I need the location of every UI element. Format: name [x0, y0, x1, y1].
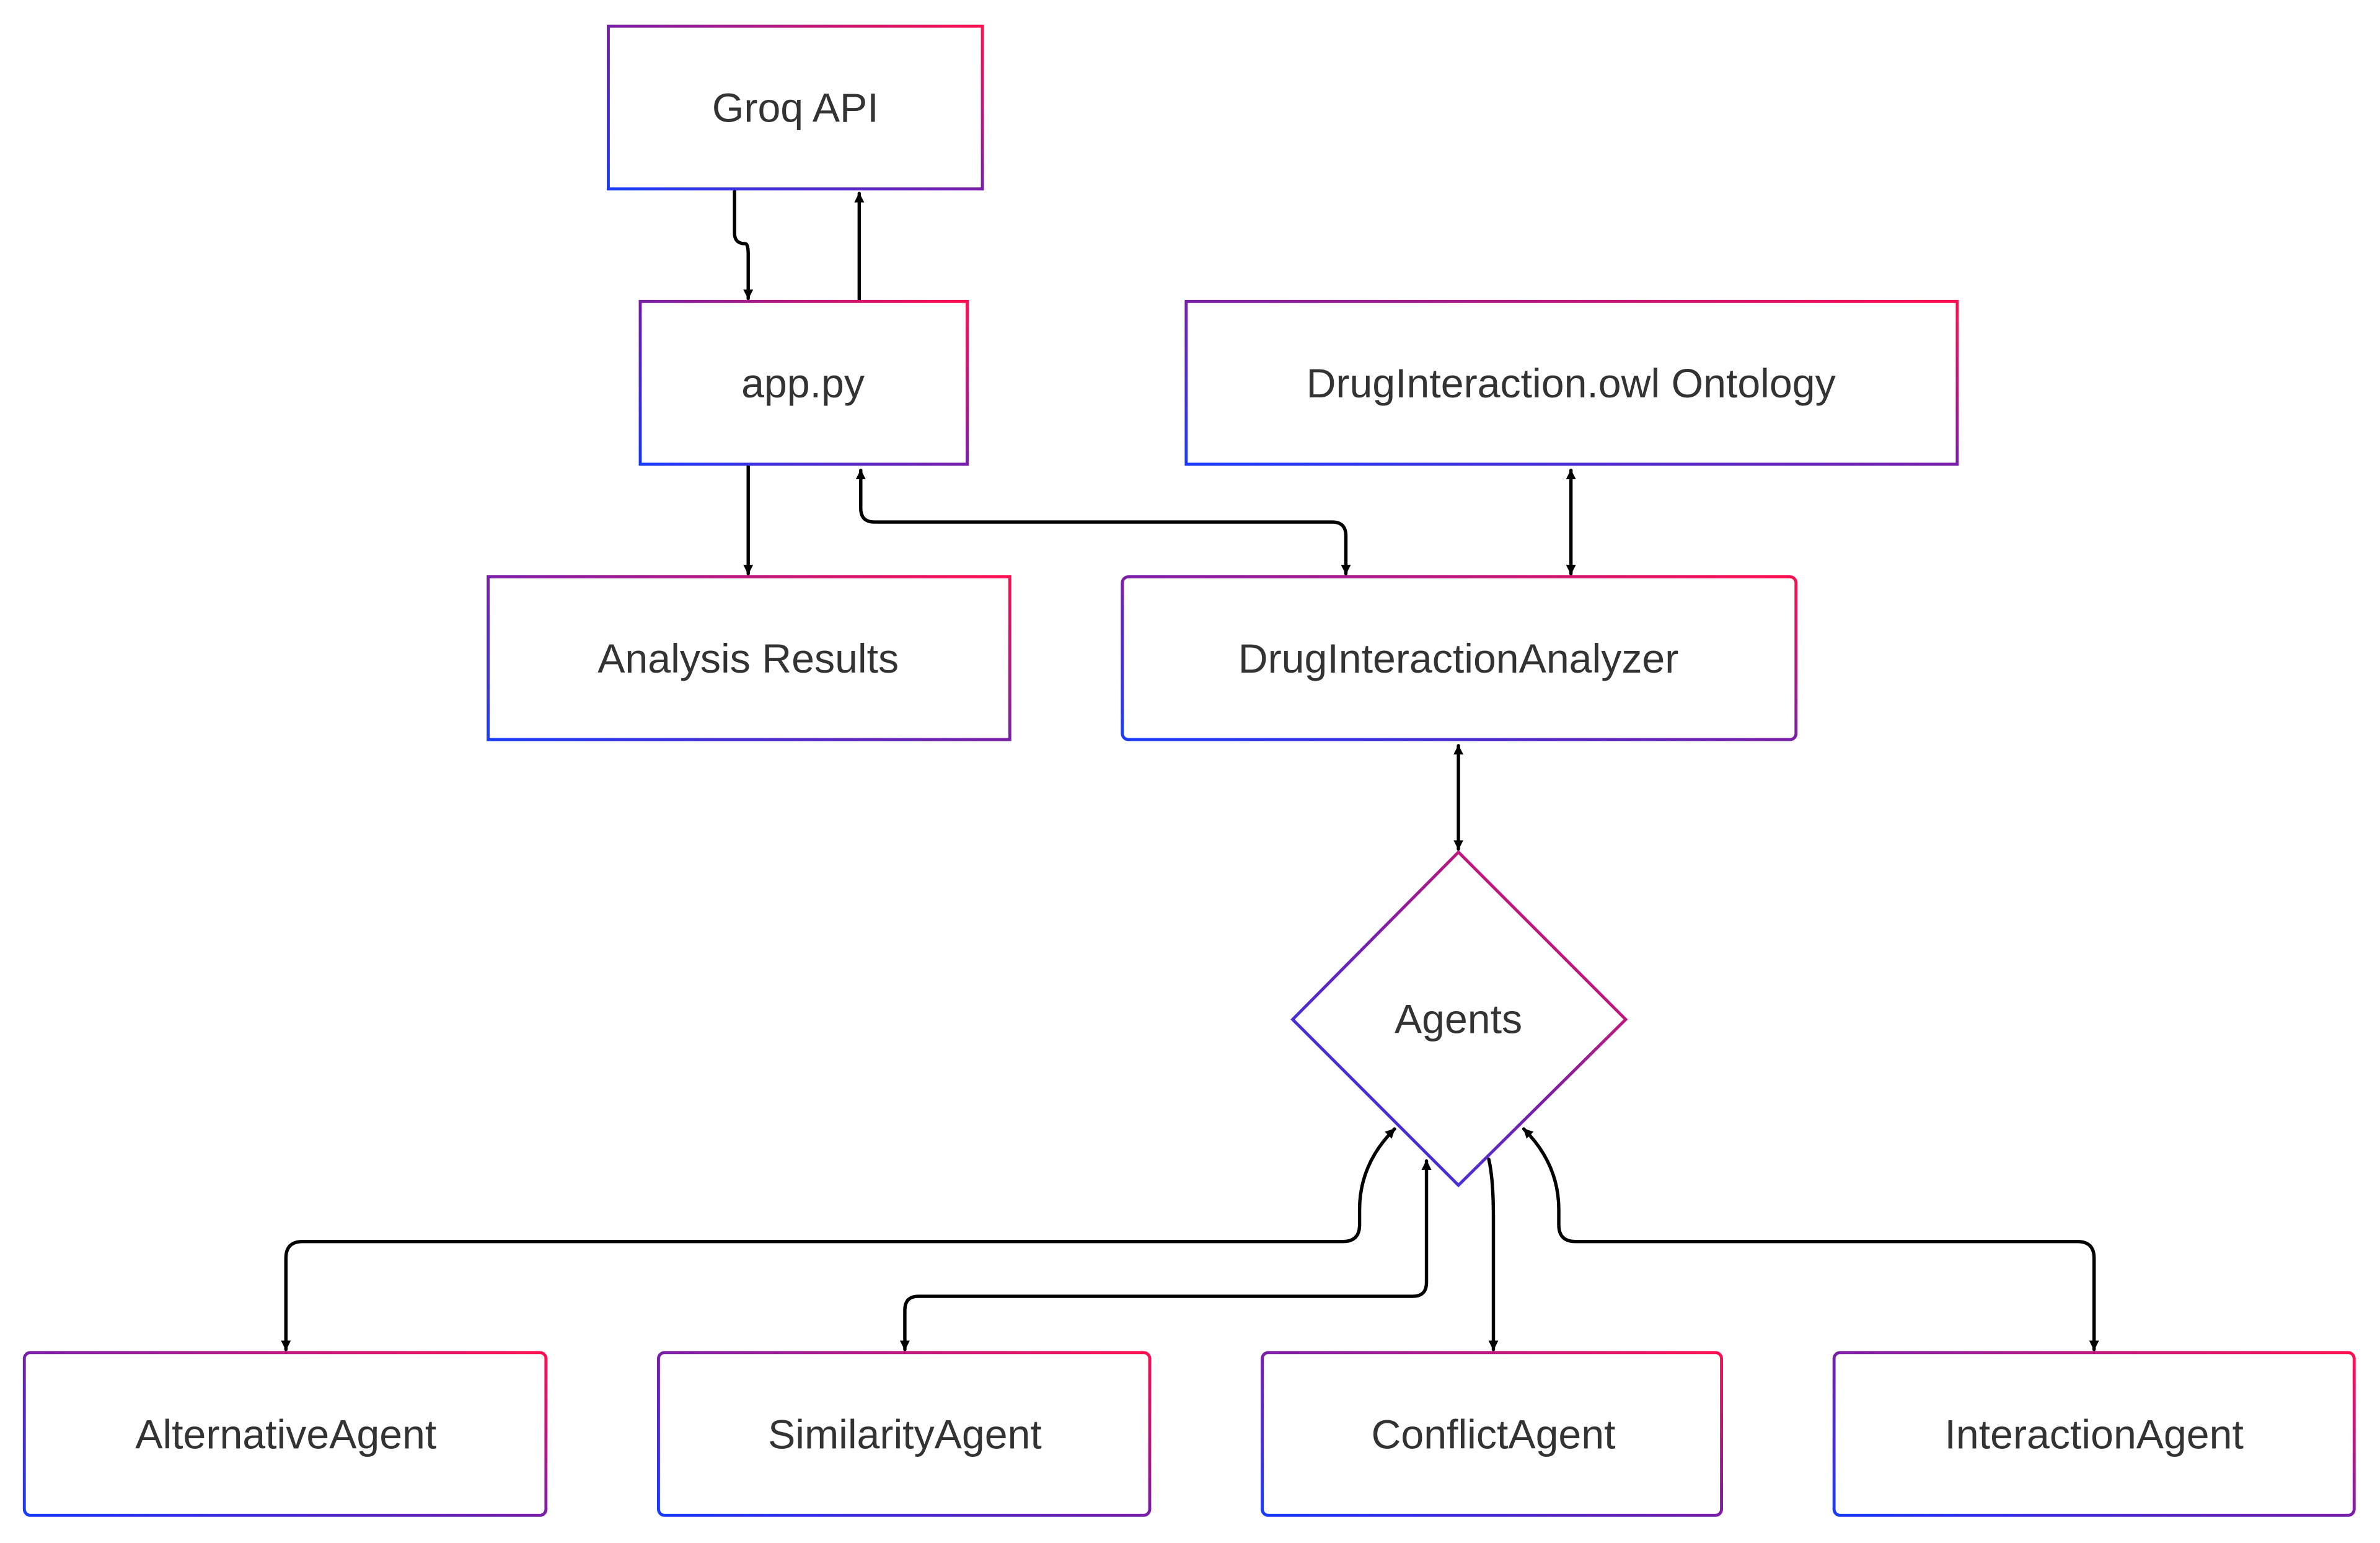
node-interaction-agent-label: InteractionAgent — [1945, 1412, 2244, 1457]
node-analyzer[interactable]: DrugInteractionAnalyzer — [1121, 575, 1798, 741]
node-conflict-agent[interactable]: ConflictAgent — [1261, 1351, 1724, 1517]
node-ontology[interactable]: DrugInteraction.owl Ontology — [1184, 299, 1959, 466]
node-groq-api[interactable]: Groq API — [607, 24, 984, 191]
node-similarity-agent-label: SimilarityAgent — [768, 1412, 1042, 1457]
node-ontology-label: DrugInteraction.owl Ontology — [1307, 361, 1836, 407]
node-alternative-agent-label: AlternativeAgent — [135, 1412, 436, 1457]
edges — [281, 188, 2099, 1351]
node-agents[interactable]: Agents — [1290, 850, 1628, 1188]
node-analyzer-label: DrugInteractionAnalyzer — [1238, 636, 1679, 682]
node-app-py-label: app.py — [741, 361, 865, 407]
node-groq-api-label: Groq API — [712, 86, 879, 131]
node-app-py[interactable]: app.py — [638, 299, 969, 466]
node-conflict-agent-label: ConflictAgent — [1372, 1412, 1616, 1457]
node-analysis-results-label: Analysis Results — [597, 636, 899, 682]
node-alternative-agent[interactable]: AlternativeAgent — [22, 1351, 548, 1517]
node-interaction-agent[interactable]: InteractionAgent — [1832, 1351, 2356, 1517]
edge-agents-similarity — [899, 1159, 1432, 1351]
edge-app-analyzer — [855, 468, 1351, 576]
node-agents-label: Agents — [1395, 996, 1522, 1042]
edge-agents-conflict — [1487, 1157, 1499, 1351]
edge-agents-interaction — [1522, 1127, 2099, 1351]
node-analysis-results[interactable]: Analysis Results — [487, 575, 1011, 741]
node-similarity-agent[interactable]: SimilarityAgent — [656, 1351, 1152, 1517]
edge-groq-to-app — [733, 188, 754, 301]
edge-agents-alternative — [281, 1127, 1396, 1351]
